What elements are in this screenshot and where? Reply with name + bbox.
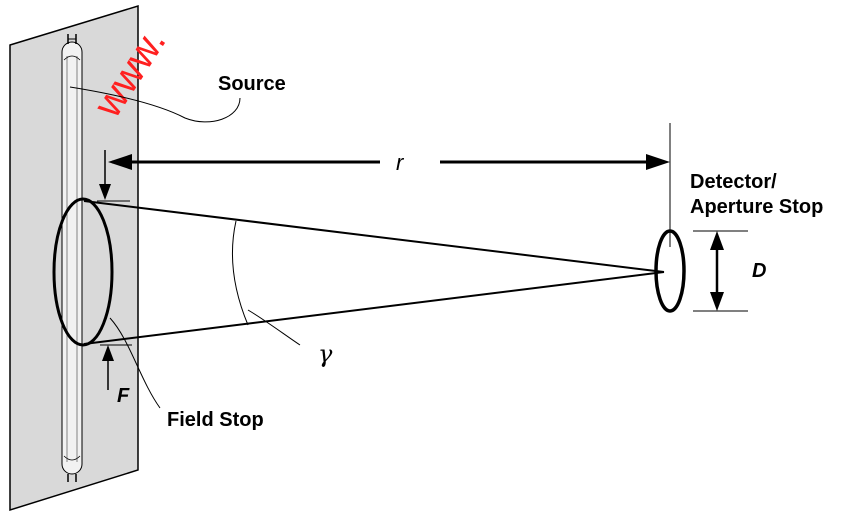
field-f-label: F bbox=[117, 385, 130, 407]
detector-label-line1: Detector/ bbox=[690, 171, 777, 193]
detector-aperture-ellipse bbox=[654, 229, 686, 313]
field-f-top-arrow bbox=[97, 150, 130, 202]
distance-r-label: r bbox=[396, 150, 405, 175]
distance-r-dimension bbox=[108, 123, 671, 247]
field-stop-label: Field Stop bbox=[167, 409, 264, 431]
field-stop-leader bbox=[109, 317, 161, 409]
diameter-d-label: D bbox=[752, 260, 766, 282]
angle-gamma-leader bbox=[247, 309, 301, 346]
angle-gamma-label: γ bbox=[318, 340, 333, 368]
source-tube bbox=[61, 34, 83, 482]
source-leader-line bbox=[69, 86, 241, 123]
field-f-bottom-arrow bbox=[100, 344, 132, 390]
cone-upper-line bbox=[83, 200, 665, 273]
field-stop-ellipse bbox=[52, 197, 114, 347]
cone-lower-line bbox=[83, 271, 665, 345]
source-label: Source bbox=[218, 73, 286, 95]
diameter-d-dimension bbox=[693, 230, 748, 312]
detector-label-line2: Aperture Stop bbox=[690, 196, 823, 218]
angle-gamma-arc bbox=[231, 220, 249, 326]
